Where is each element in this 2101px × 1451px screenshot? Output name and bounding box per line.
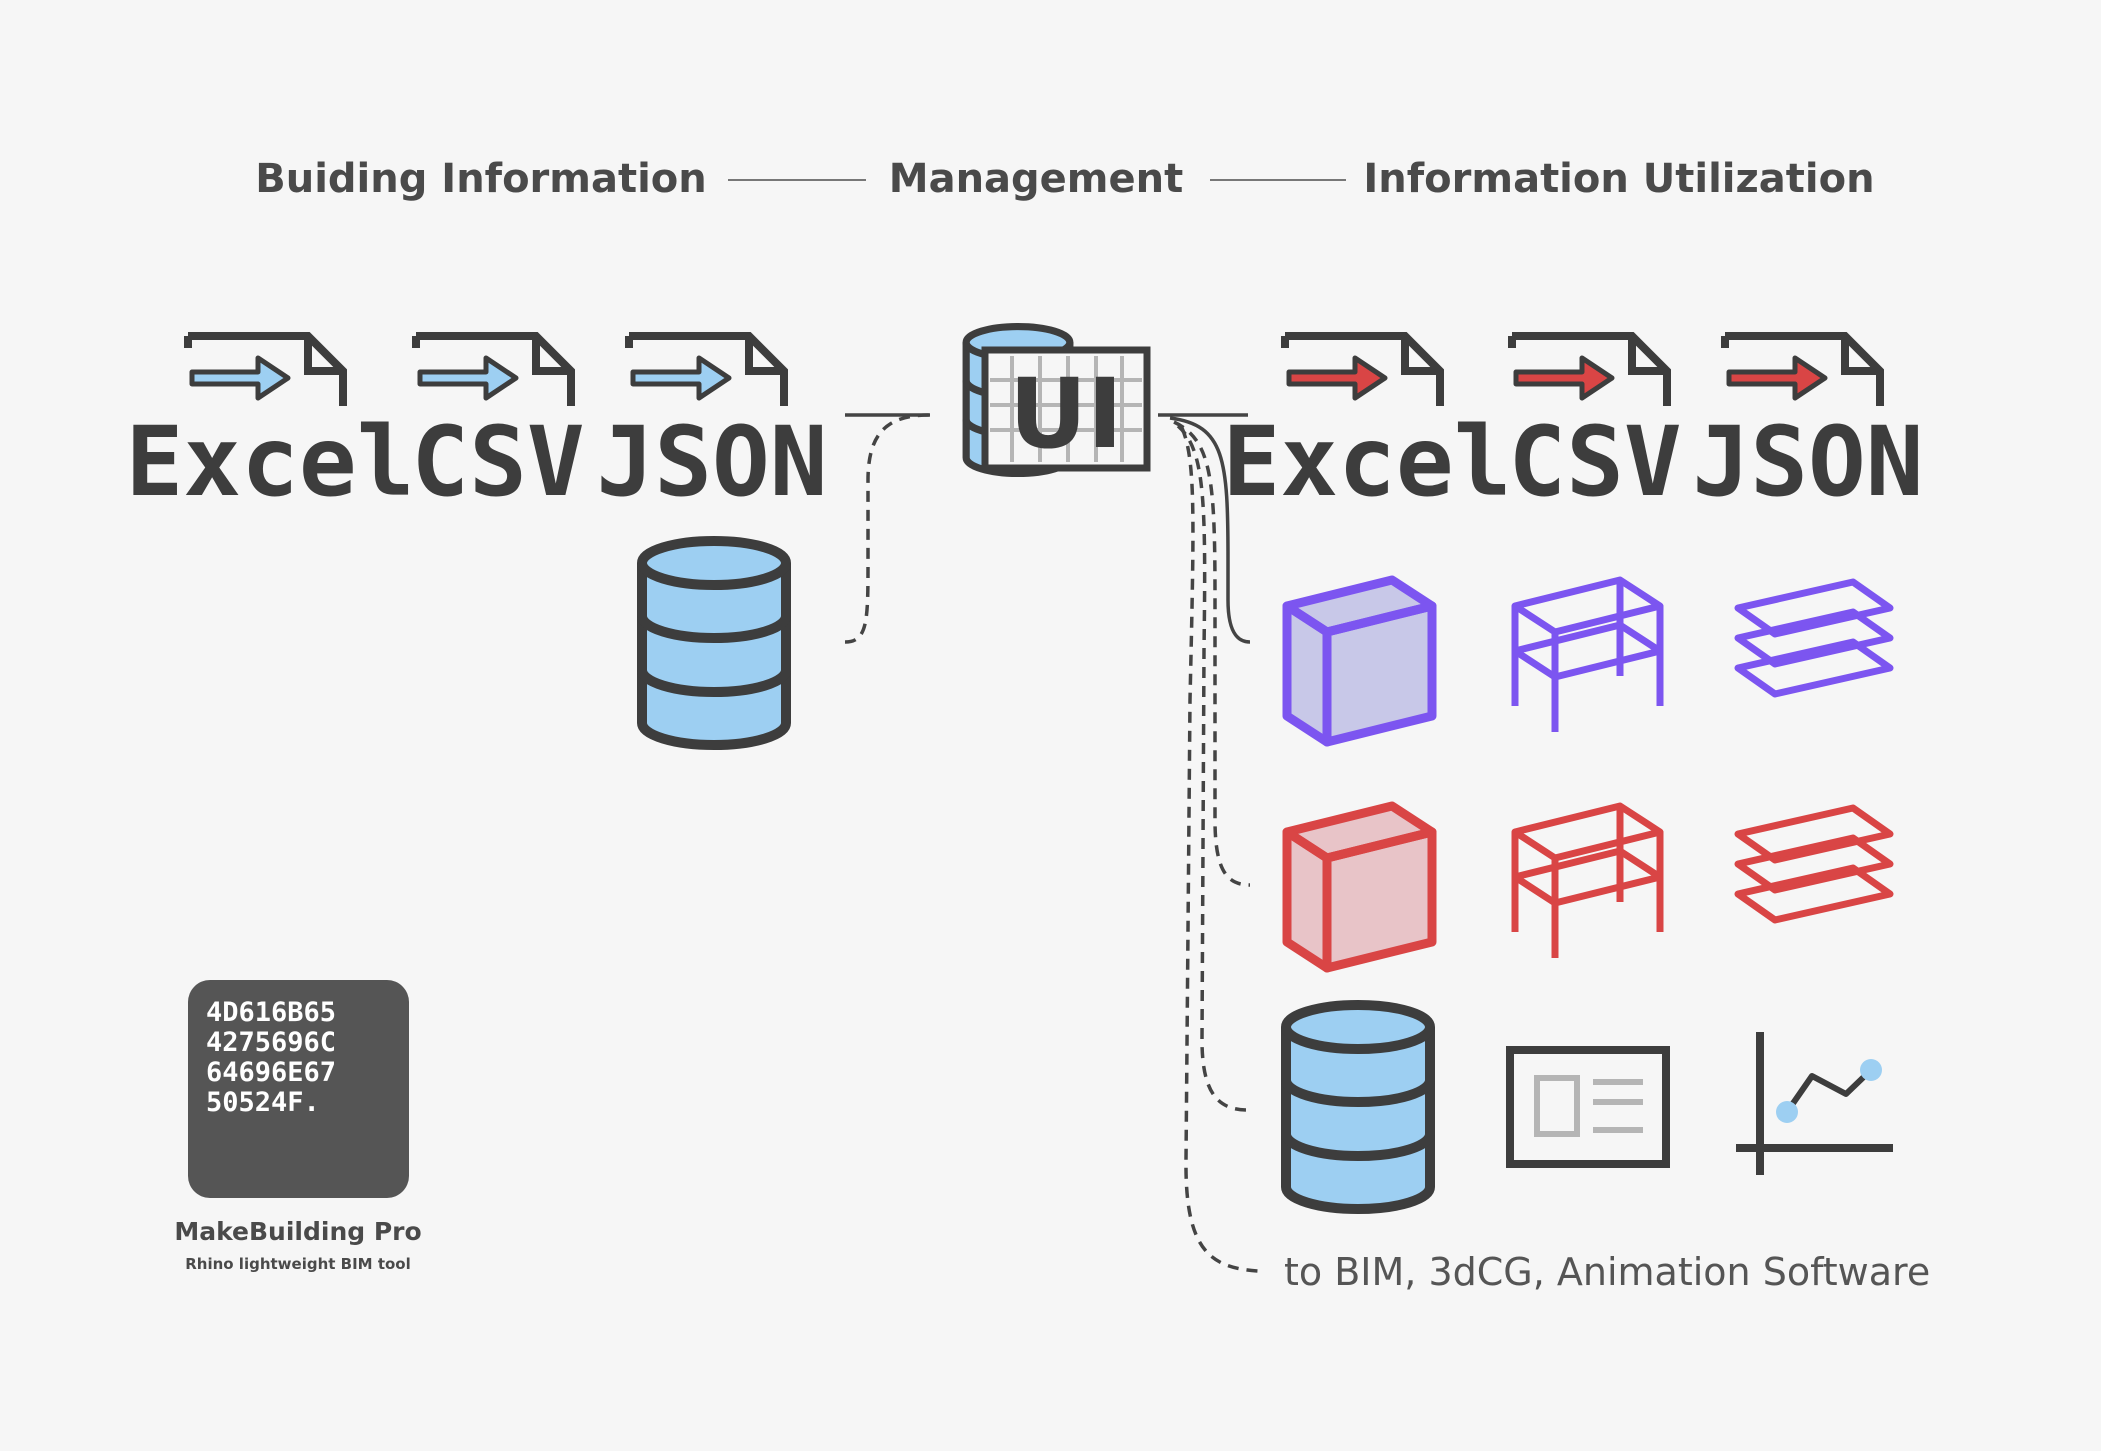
output-file-json: JSON (1692, 336, 1924, 518)
output-file-csv-label: CSV (1508, 406, 1681, 518)
input-file-csv: CSV (411, 336, 585, 518)
brand-hex-line: 4275696C (206, 1027, 336, 1058)
purple-box-icon (1282, 575, 1437, 747)
connector-ui-to-software (1180, 427, 1259, 1273)
red-box-icon (1282, 801, 1437, 973)
brand-hex-line: 4D616B65 (206, 997, 336, 1028)
header-information-utilization: Information Utilization (1363, 156, 1874, 202)
brand-hex-line: 64696E67 (206, 1057, 336, 1088)
header-building-information: Buiding Information (255, 156, 706, 202)
output-file-excel-label: Excel (1223, 406, 1512, 518)
header-management: Management (889, 156, 1183, 202)
brand-tagline: Rhino lightweight BIM tool (185, 1255, 411, 1273)
file-export-icon (416, 336, 571, 406)
output-file-csv: CSV (1508, 336, 1682, 518)
red-layers-icon (1734, 804, 1894, 924)
red-frame-icon (1511, 802, 1664, 958)
brand-name: MakeBuilding Pro (174, 1217, 421, 1246)
connector-ui-to-outputs-bottom (1176, 424, 1249, 1112)
ui-label: UI (1009, 358, 1123, 470)
brand-hex-line: 50524F. (206, 1087, 320, 1118)
input-file-json-label: JSON (596, 406, 827, 518)
central-ui-database: UI (966, 327, 1151, 474)
purple-frame-icon (1511, 576, 1664, 732)
purple-layers-icon (1734, 578, 1894, 698)
input-file-json: JSON (596, 336, 828, 518)
output-file-json-label: JSON (1692, 406, 1923, 518)
connector-ui-to-geometry (1169, 416, 1251, 644)
file-export-icon (1512, 336, 1667, 406)
panel-document-icon (1506, 1046, 1670, 1168)
output-database-icon (1286, 1005, 1430, 1209)
input-file-excel: Excel (126, 336, 415, 518)
file-export-icon (629, 336, 784, 406)
brand-logo: 4D616B65 4275696C 64696E67 50524F. (188, 980, 409, 1198)
input-file-excel-label: Excel (126, 406, 415, 518)
line-chart-icon (1736, 1032, 1893, 1175)
output-file-excel: Excel (1223, 336, 1512, 518)
file-export-icon (188, 336, 343, 406)
brand-logo-box (188, 980, 409, 1198)
file-export-icon (1285, 336, 1440, 406)
input-file-csv-label: CSV (411, 406, 584, 518)
input-database-icon (642, 541, 786, 745)
software-note: to BIM, 3dCG, Animation Software (1284, 1250, 1930, 1294)
connector-database-to-ui (844, 413, 931, 644)
file-export-icon (1725, 336, 1880, 406)
ui-grid-lines (990, 356, 1142, 462)
